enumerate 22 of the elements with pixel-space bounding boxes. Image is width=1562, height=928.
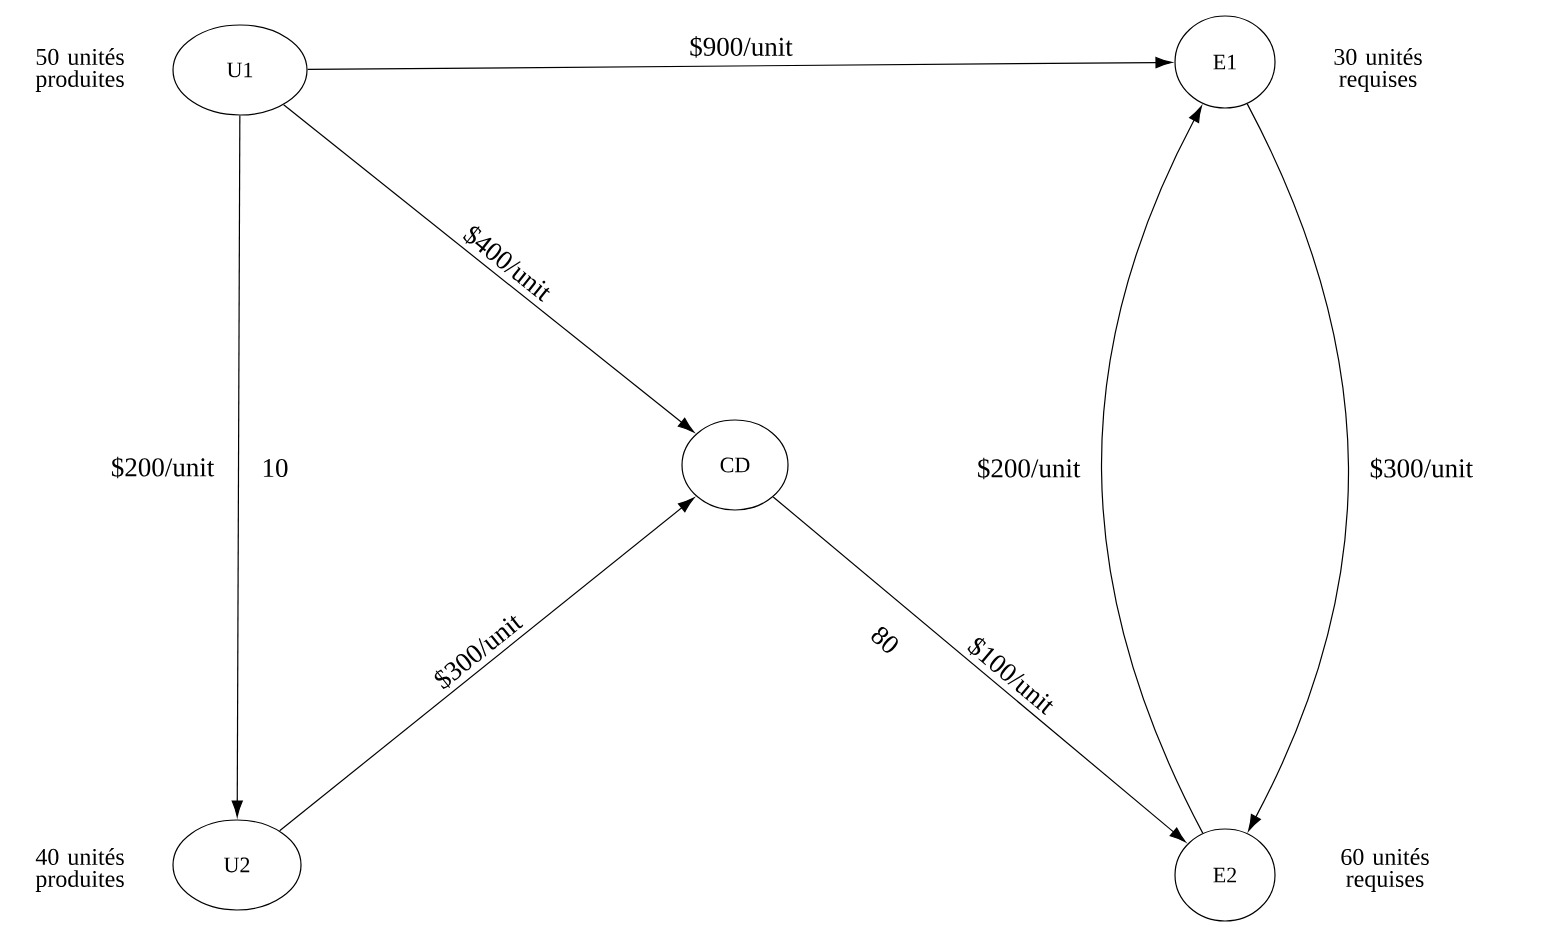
node-caption: 50 unités produites [35,48,124,92]
ellipse-node: U2 [172,819,302,911]
ellipse-node: E1 [1174,15,1276,109]
edge-label: $900/unit [687,34,795,60]
arrow [1100,105,1204,834]
edge-label: $200/unit [108,454,217,481]
node-caption: 40 unités produites [35,848,124,892]
edge-label: $300/unit [1367,455,1476,482]
arrow [283,104,695,433]
node-caption: 60 unités requises [1341,848,1429,892]
ellipse-node: E2 [1174,828,1276,922]
flow-label: 80 [871,627,898,653]
arrow [1246,103,1350,832]
arrow [772,496,1186,843]
node-caption: 30 unités requises [1334,48,1422,92]
ellipse-node: CD [681,419,789,511]
edge-label: $200/unit [974,455,1083,482]
arrow [279,497,695,832]
arrow [231,115,243,818]
ellipse-node: U1 [172,24,308,116]
arrow [307,56,1173,71]
flow-label: 10 [263,458,288,478]
